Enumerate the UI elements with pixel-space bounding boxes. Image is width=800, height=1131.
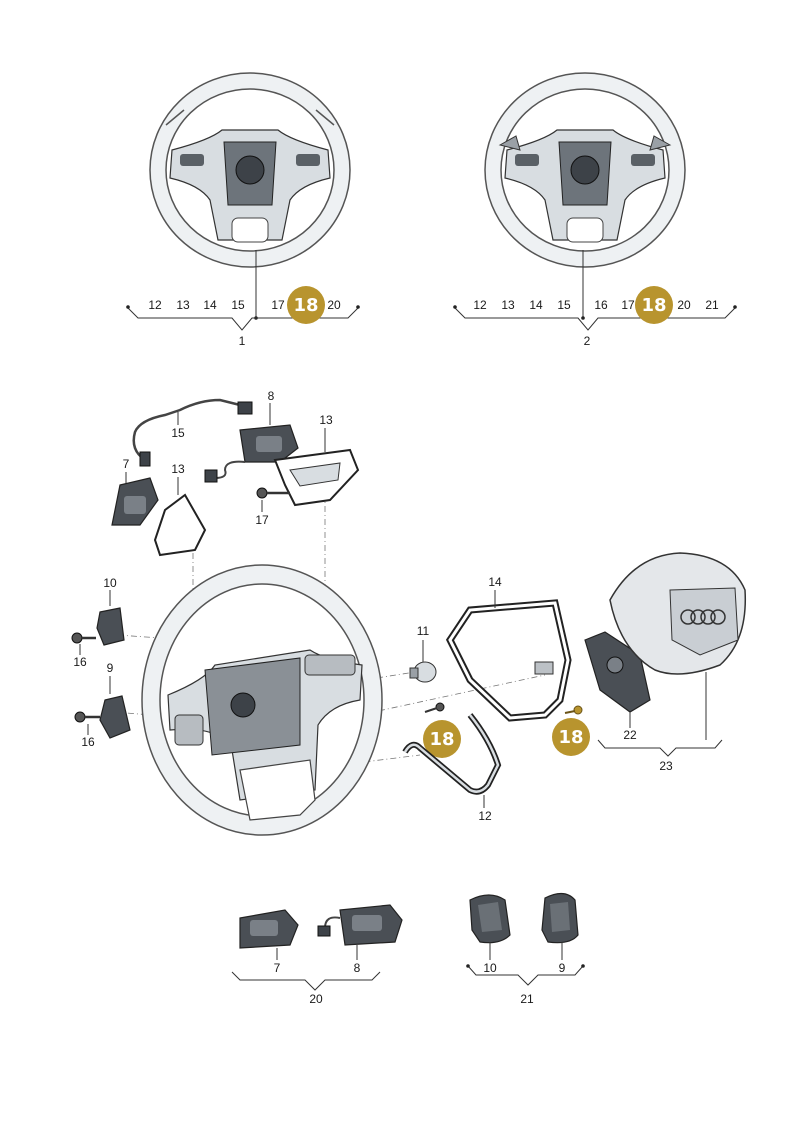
callout-23: 23	[659, 759, 673, 773]
callout-13: 13	[501, 298, 515, 312]
callout-15: 15	[557, 298, 571, 312]
screw-18-center	[424, 702, 445, 713]
callout-14: 14	[529, 298, 543, 312]
wiring-harness-15	[132, 398, 253, 467]
callout-14: 14	[488, 575, 502, 589]
group-label-21: 21	[520, 992, 534, 1006]
callout-20: 20	[327, 298, 341, 312]
callout-22: 22	[623, 728, 637, 742]
button-10	[96, 590, 125, 646]
screw-16-upper	[71, 632, 96, 655]
callout-11: 11	[417, 624, 430, 638]
callout-9: 9	[559, 961, 566, 975]
callout-8: 8	[268, 389, 275, 403]
callout-13: 13	[319, 413, 333, 427]
callout-8: 8	[354, 961, 361, 975]
callout-9: 9	[107, 661, 114, 675]
callout-10: 10	[103, 576, 117, 590]
assembly-23-callouts	[597, 672, 723, 757]
trim-frame-14	[445, 590, 572, 722]
callout-21: 21	[705, 298, 719, 312]
callout-15: 15	[171, 426, 185, 440]
multifunction-switch-8	[204, 403, 299, 483]
callout-12: 12	[148, 298, 162, 312]
callout-12: 12	[473, 298, 487, 312]
highlight-badge	[552, 718, 590, 756]
group-label-20: 20	[309, 992, 323, 1006]
steering-wheel-assembly-1	[149, 72, 351, 268]
assembly-1-callouts: 12 13 14 15 17 20 18 1	[126, 250, 360, 348]
callout-15: 15	[231, 298, 245, 312]
callout-16: 16	[594, 298, 608, 312]
callout-16: 16	[73, 655, 87, 669]
multifunction-switch-7	[111, 472, 159, 526]
screw-16-lower	[74, 711, 100, 735]
callout-13: 13	[171, 462, 185, 476]
callout-17: 17	[271, 298, 285, 312]
button-9	[99, 676, 131, 739]
callout-10: 10	[483, 961, 497, 975]
callout-17: 17	[255, 513, 269, 527]
highlight-badge	[287, 286, 325, 324]
lower-trim-12	[402, 713, 502, 808]
callout-7: 7	[123, 457, 130, 471]
assembly-2-callouts: 12 13 14 15 16 17 20 21 18 2	[453, 250, 737, 348]
assembly-label-1: 1	[239, 334, 246, 348]
highlight-badge	[635, 286, 673, 324]
assembly-label-2: 2	[584, 334, 591, 348]
badge-18: 18	[293, 295, 318, 316]
callout-12: 12	[478, 809, 492, 823]
callout-13: 13	[176, 298, 190, 312]
steering-wheel-assembly-2	[484, 72, 686, 268]
airbag-unit	[609, 552, 747, 675]
badge-18: 18	[641, 295, 666, 316]
callout-16: 16	[81, 735, 95, 749]
steering-wheel-exploded	[141, 564, 383, 836]
callout-17: 17	[621, 298, 635, 312]
audi-rings-logo	[680, 609, 726, 625]
button-set-21	[466, 892, 585, 986]
screw-18-right	[564, 705, 583, 715]
trim-cover-13-left	[153, 477, 207, 557]
badge-18: 18	[429, 729, 454, 750]
callout-20: 20	[677, 298, 691, 312]
badge-18: 18	[558, 727, 583, 748]
switch-set-20	[231, 904, 403, 991]
callout-7: 7	[274, 961, 281, 975]
highlight-badge	[423, 720, 461, 758]
callout-14: 14	[203, 298, 217, 312]
plug-11	[409, 640, 437, 683]
trim-cover-13-right	[273, 428, 360, 507]
screw-17	[256, 487, 290, 512]
